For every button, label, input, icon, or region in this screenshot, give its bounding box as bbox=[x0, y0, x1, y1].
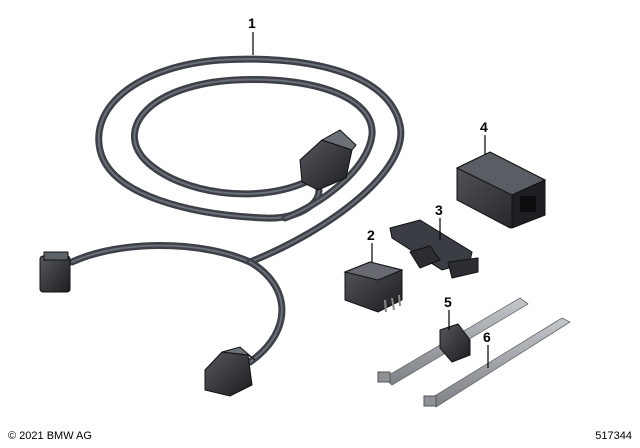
harness-connector-bottom bbox=[204, 346, 256, 397]
cable-tie-icon bbox=[423, 317, 571, 408]
bracket-icon bbox=[389, 219, 479, 279]
harness-connector-upper bbox=[299, 129, 357, 191]
callout-3: 3 bbox=[435, 202, 443, 218]
relay-icon bbox=[343, 261, 404, 313]
cable-tie-with-clip-icon bbox=[377, 297, 529, 386]
leader-lines bbox=[252, 32, 489, 368]
copyright-text: © 2021 BMW AG bbox=[8, 430, 92, 442]
callout-4: 4 bbox=[480, 119, 488, 135]
callout-1: 1 bbox=[248, 15, 256, 31]
callout-5: 5 bbox=[444, 294, 452, 310]
callout-2: 2 bbox=[367, 227, 375, 243]
diagram-number: 517344 bbox=[595, 430, 632, 442]
callout-6: 6 bbox=[483, 329, 491, 345]
connector-housing-icon bbox=[455, 151, 547, 229]
wiring-harness-icon bbox=[39, 55, 405, 397]
harness-connector-left bbox=[39, 251, 71, 293]
